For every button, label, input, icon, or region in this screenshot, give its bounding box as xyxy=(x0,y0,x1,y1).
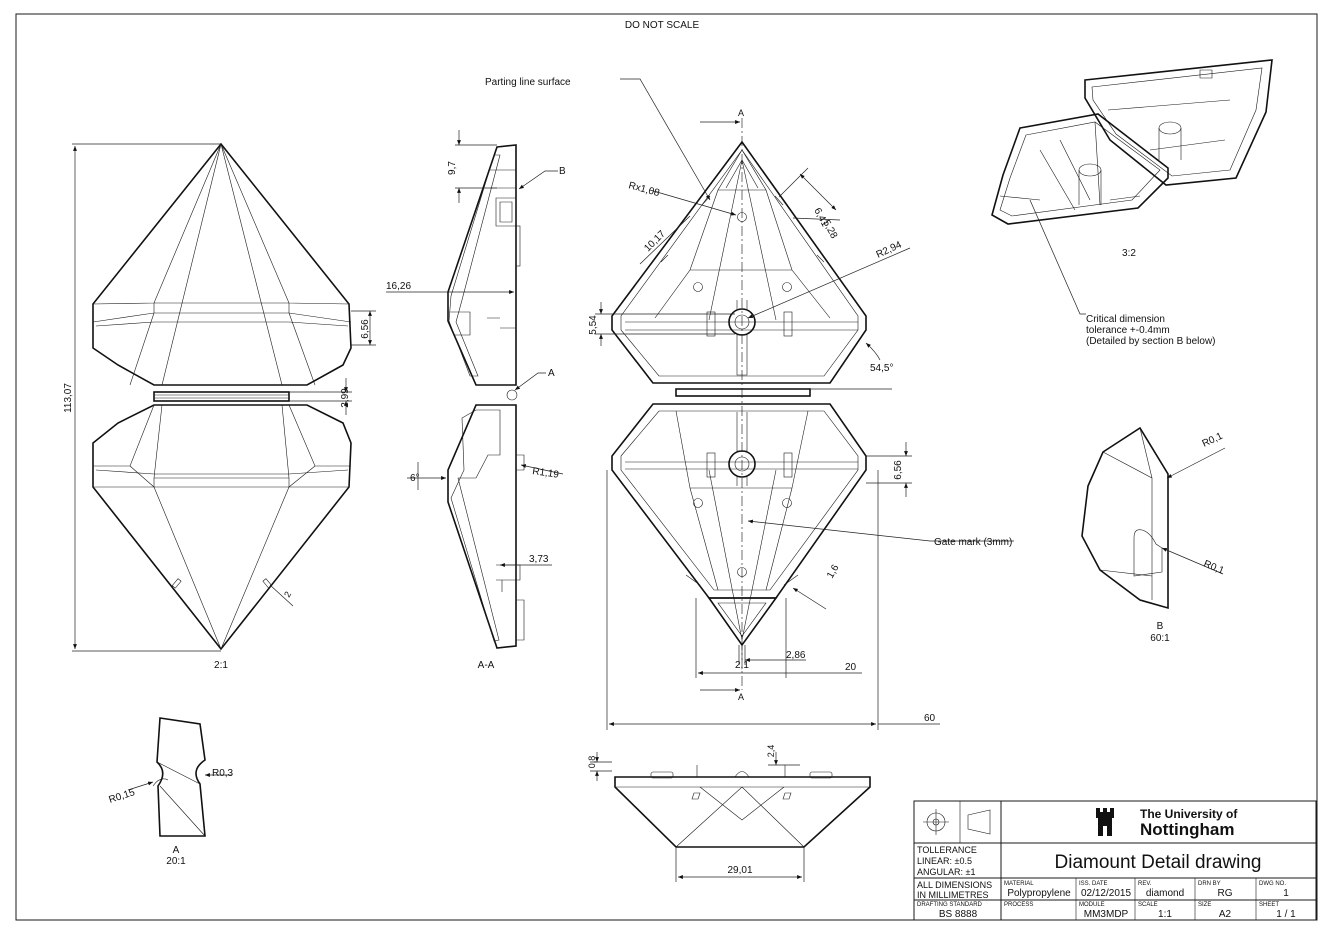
detail-b-marker: B xyxy=(559,166,566,177)
university-line-1: The University of xyxy=(1140,807,1238,821)
front-view xyxy=(92,142,352,651)
critical-line-1: Critical dimension xyxy=(1086,314,1165,325)
sheet-border xyxy=(15,13,1318,921)
tolerance-linear: LINEAR: ±0.5 xyxy=(917,856,972,866)
title-block: The University of Nottingham TOLLERANCE … xyxy=(913,800,1317,921)
detail-a: R0,15 R0,3 A 20:1 xyxy=(108,717,234,867)
detail-a-scale: 20:1 xyxy=(166,856,186,867)
dim-section-373: 3,73 xyxy=(529,554,549,565)
standard-value: BS 8888 xyxy=(939,909,978,920)
issue-date-value: 02/12/2015 xyxy=(1081,888,1131,899)
dim-r015: R0,15 xyxy=(108,787,137,806)
isometric-view: 3:2 Critical dimension tolerance +-0.4mm… xyxy=(991,59,1273,347)
drawn-by-label: DRN BY xyxy=(1198,881,1221,887)
size-value: A2 xyxy=(1219,909,1232,920)
front-view-dimensions: 113,07 6,56 2,99 2 2:1 xyxy=(63,143,376,671)
drawn-by-value: RG xyxy=(1218,888,1233,899)
drawing-title: Diamount Detail drawing xyxy=(1055,852,1262,873)
dim-angle545: 54,5° xyxy=(870,363,893,374)
rev-label: REV. xyxy=(1138,881,1152,887)
dim-d24: 2,4 xyxy=(766,745,776,758)
critical-line-2: tolerance +-0.4mm xyxy=(1086,325,1170,336)
dim-d20: 20 xyxy=(845,662,857,673)
main-view xyxy=(611,118,867,690)
dim-hinge-gap: 2,99 xyxy=(340,388,351,408)
scale-label: SCALE xyxy=(1138,902,1158,908)
section-arrow-top: A xyxy=(738,108,744,118)
projection-cone-icon xyxy=(967,809,991,835)
process-label: PROCESS xyxy=(1004,902,1033,908)
detail-b-scale: 60:1 xyxy=(1150,633,1170,644)
dim-d21: 2,1 xyxy=(735,660,749,671)
dim-d16: 1,6 xyxy=(825,563,842,581)
dim-r01b: R0,1 xyxy=(1202,559,1226,577)
dim-d656b: 6,56 xyxy=(893,460,904,480)
dim-d2901: 29,01 xyxy=(727,865,752,876)
material-value: Polypropylene xyxy=(1007,888,1071,899)
sheet-value: 1 / 1 xyxy=(1276,909,1296,920)
dim-d528: 5,28 xyxy=(820,218,839,241)
rev-value: diamond xyxy=(1146,888,1184,899)
section-arrow-bottom: A xyxy=(738,692,744,702)
section-view xyxy=(447,144,525,649)
units-line-1: ALL DIMENSIONS xyxy=(917,880,992,890)
dim-section-6deg: 6° xyxy=(410,473,420,484)
university-castle-icon xyxy=(1096,808,1114,836)
university-line-2: Nottingham xyxy=(1140,820,1234,839)
module-label: MODULE xyxy=(1079,902,1105,908)
tolerance-label: TOLLERANCE xyxy=(917,845,977,855)
dim-section-r119: R1,19 xyxy=(532,466,560,481)
bottom-view: 0,8 2,4 29,01 xyxy=(587,745,871,882)
critical-line-3: (Detailed by section B below) xyxy=(1086,336,1216,347)
size-label: SIZE xyxy=(1198,902,1211,908)
detail-a-marker: A xyxy=(548,368,555,379)
dwg-no-label: DWG NO. xyxy=(1259,881,1286,887)
do-not-scale-note: DO NOT SCALE xyxy=(625,20,700,31)
dim-r03: R0,3 xyxy=(212,768,234,779)
detail-a-letter: A xyxy=(173,845,180,856)
dim-rx108: Rx1,08 xyxy=(627,180,661,199)
parting-line-callout: Parting line surface xyxy=(485,77,571,88)
issue-date-label: ISS. DATE xyxy=(1079,881,1108,887)
scale-value: 1:1 xyxy=(1158,909,1172,920)
dim-d60: 60 xyxy=(924,713,936,724)
dim-section-97: 9,7 xyxy=(447,161,458,175)
sheet-label: SHEET xyxy=(1259,902,1279,908)
dwg-no-value: 1 xyxy=(1283,888,1289,899)
dim-d554: 5,54 xyxy=(588,315,599,335)
main-view-dimensions: Parting line surface A A Rx1,08 10,17 6,… xyxy=(485,77,1014,730)
dim-d286: 2,86 xyxy=(786,650,806,661)
dim-overall-height: 113,07 xyxy=(63,383,74,413)
dim-section-1626: 16,26 xyxy=(386,281,411,292)
dim-r294: R2,94 xyxy=(875,239,904,260)
tolerance-angular: ANGULAR: ±1 xyxy=(917,867,975,877)
dim-facet-height: 6,56 xyxy=(360,319,371,339)
units-line-2: IN MILLIMETRES xyxy=(917,890,989,900)
dim-d08: 0,8 xyxy=(587,756,597,769)
module-value: MM3MDP xyxy=(1084,909,1129,920)
detail-b-letter: B xyxy=(1157,621,1164,632)
iso-view-scale: 3:2 xyxy=(1122,248,1136,259)
material-label: MATERIAL xyxy=(1004,881,1034,887)
front-view-scale: 2:1 xyxy=(214,660,228,671)
dim-d1017: 10,17 xyxy=(642,228,668,254)
gate-mark-callout: Gate mark (3mm) xyxy=(934,537,1012,548)
section-view-label: A-A xyxy=(478,660,495,671)
standard-label: DRAFTING STANDARD xyxy=(917,902,983,908)
dim-small-2: 2 xyxy=(282,590,293,599)
section-dimensions: 9,7 16,26 B A 6° R1,19 3,73 A-A xyxy=(386,130,566,671)
detail-b: R0,1 R0,1 B 60:1 xyxy=(1081,426,1226,644)
dim-r01a: R0,1 xyxy=(1201,431,1225,450)
